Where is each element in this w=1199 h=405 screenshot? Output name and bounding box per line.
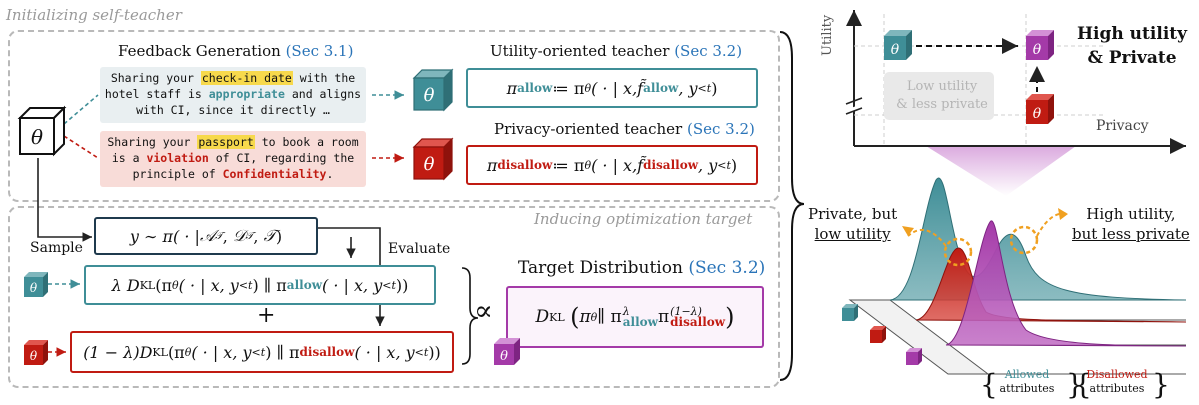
private-low-utility-label: Private, but low utility: [808, 205, 898, 243]
kl-allow-cube: θ: [24, 272, 48, 297]
plus-sign: +: [257, 303, 276, 328]
high-utility-private-label: High utility & Private: [1077, 24, 1188, 68]
plot-utility-cube: θ: [884, 30, 912, 60]
privacy-teacher-title: Privacy-oriented teacher (Sec 3.2): [494, 120, 755, 138]
base-model-theta: θ: [31, 125, 43, 149]
init-title: Initializing self-teacher: [6, 6, 182, 24]
feedback-disallow-keyword: violation: [146, 151, 209, 165]
feedback-disallow-box: Sharing your passport to book a room is …: [100, 131, 366, 187]
svg-text:{: {: [980, 368, 998, 401]
kl-disallow-cube: θ: [24, 340, 48, 365]
svg-text:}: }: [1066, 368, 1084, 401]
plane-teal-cube: [842, 304, 858, 321]
disallowed-attributes-label: Disallowed attributes: [1086, 368, 1148, 395]
utility-teacher-title: Utility-oriented teacher (Sec 3.2): [490, 42, 743, 60]
left-connectors: [37, 90, 479, 365]
evaluate-label: Evaluate: [388, 241, 451, 257]
svg-text:θ: θ: [424, 85, 435, 106]
low-utility-label: Low utility & less private: [896, 79, 988, 112]
plane-red-cube: [870, 326, 886, 343]
svg-text:θ: θ: [30, 281, 38, 295]
plot-target-cube: θ: [1026, 30, 1054, 60]
feedback-disallow-highlight: passport: [197, 135, 255, 149]
allowed-attributes-label: Allowed attributes: [999, 368, 1055, 395]
induce-section-frame: [8, 206, 780, 388]
svg-text:}: }: [1152, 368, 1170, 401]
utility-teacher-cube: θ: [412, 68, 454, 112]
utility-axis-label: Utility: [820, 14, 835, 56]
svg-text:θ: θ: [1033, 106, 1042, 122]
svg-text:θ: θ: [891, 42, 900, 58]
proportional-sign: ∝: [474, 294, 493, 327]
feedback-generation-title: Feedback Generation (Sec 3.1): [118, 42, 354, 60]
utility-privacy-plot: θ θ θ: [842, 10, 1187, 401]
feedback-allow-box: Sharing your check-in date with the hote…: [100, 67, 366, 123]
base-model-cube: θ: [17, 105, 67, 157]
feedback-allow-keyword: appropriate: [208, 87, 285, 101]
svg-text:θ: θ: [500, 349, 508, 364]
sample-label: Sample: [30, 240, 83, 256]
plane-purple-cube: [906, 348, 922, 365]
induce-title: Inducing optimization target: [534, 210, 753, 228]
target-distribution-title: Target Distribution (Sec 3.2): [518, 258, 766, 278]
svg-text:θ: θ: [1033, 42, 1042, 58]
plot-privacy-cube: θ: [1026, 94, 1054, 124]
privacy-teacher-cube: θ: [412, 137, 454, 181]
svg-text:θ: θ: [424, 154, 435, 175]
feedback-allow-highlight: check-in date: [200, 71, 293, 85]
init-section-frame: [8, 30, 780, 202]
svg-text:{: {: [1074, 368, 1092, 401]
privacy-axis-label: Privacy: [1096, 118, 1149, 134]
panel-brace: [779, 31, 805, 381]
svg-text:θ: θ: [30, 349, 38, 363]
high-utility-less-private-label: High utility, but less private: [1072, 205, 1190, 243]
target-cube: θ: [494, 338, 520, 365]
